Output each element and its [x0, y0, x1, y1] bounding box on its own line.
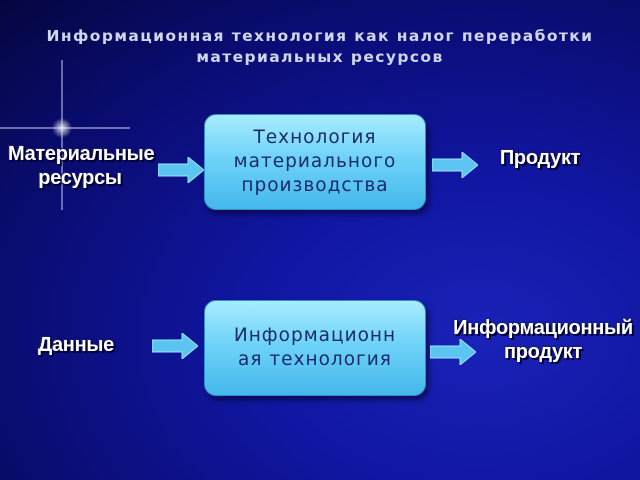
- slide-title-line-1: Информационная технология как налог пере…: [46, 27, 594, 45]
- arrow-right-icon: [432, 152, 478, 178]
- arrow-right-icon: [158, 157, 204, 183]
- process-box-line-3: производства: [241, 175, 389, 196]
- output-label-line-2: продукт: [503, 341, 583, 363]
- input-label-material-resources: Материальные ресурсы: [8, 142, 155, 190]
- slide-title: Информационная технология как налог пере…: [0, 26, 640, 68]
- arrow-right-icon: [152, 333, 198, 359]
- slide-title-line-2: материальных ресурсов: [196, 48, 444, 66]
- output-label-text: Продукт: [499, 147, 581, 169]
- process-box-material-production: Технология материального производства: [204, 114, 426, 210]
- input-label-line-1: Материальные: [8, 143, 155, 165]
- process-box-line-1: Технология: [253, 127, 377, 148]
- process-box-line-2: материального: [233, 151, 397, 172]
- output-label-line-1: Информационный: [453, 317, 633, 339]
- arrow-right-icon: [430, 339, 476, 365]
- input-label-text: Данные: [38, 334, 114, 356]
- process-box-information-technology: Информационн ая технология: [204, 300, 426, 396]
- input-label-line-2: ресурсы: [38, 167, 122, 189]
- input-label-data: Данные: [28, 333, 124, 357]
- process-box-line-2: ая технология: [238, 349, 392, 370]
- light-flare-decoration: [0, 60, 130, 210]
- output-label-information-product: Информационный продукт: [446, 316, 640, 364]
- output-label-product: Продукт: [486, 146, 594, 170]
- process-box-line-1: Информационн: [233, 325, 397, 346]
